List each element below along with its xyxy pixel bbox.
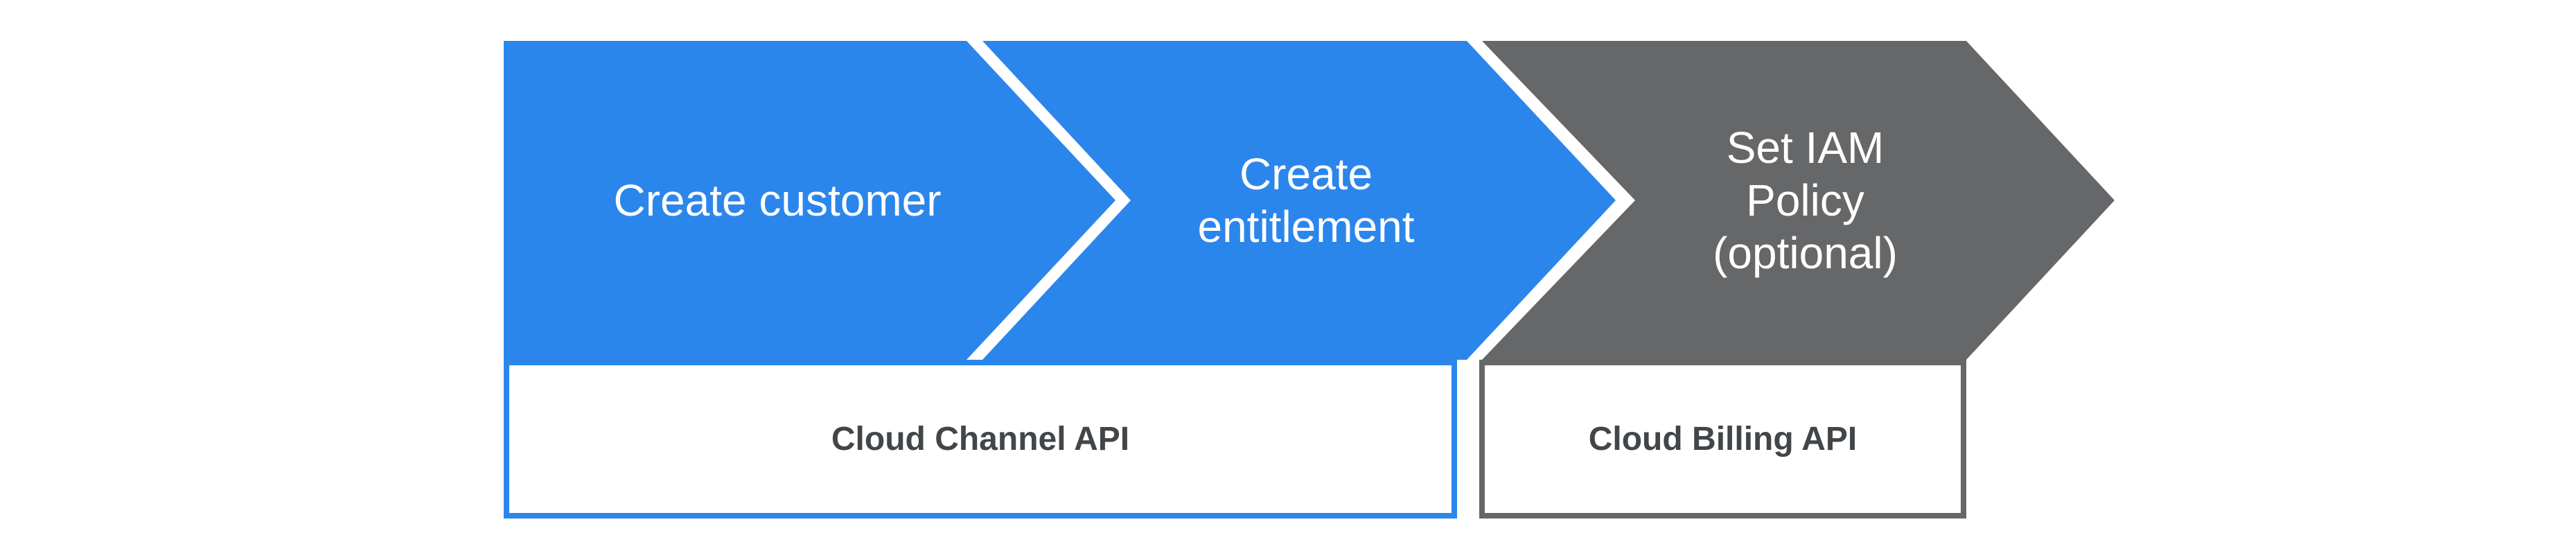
api-group-cloud-billing: Cloud Billing API xyxy=(1479,360,1966,518)
step-create-customer-chevron: Create customer xyxy=(504,41,1115,360)
step-label-line: Create xyxy=(1239,149,1373,199)
step-label-line: (optional) xyxy=(1713,228,1898,278)
api-group-label: Cloud Channel API xyxy=(831,421,1130,458)
step-label-line: Set IAM xyxy=(1726,123,1885,173)
step-label-line: Policy xyxy=(1746,175,1864,225)
api-group-label: Cloud Billing API xyxy=(1588,421,1858,458)
step-label-line: entitlement xyxy=(1197,202,1415,252)
api-group-cloud-channel: Cloud Channel API xyxy=(504,360,1457,518)
step-set-iam-policy-chevron: Set IAM Policy (optional) xyxy=(1482,41,2115,360)
step-label-line: Create customer xyxy=(613,175,942,225)
